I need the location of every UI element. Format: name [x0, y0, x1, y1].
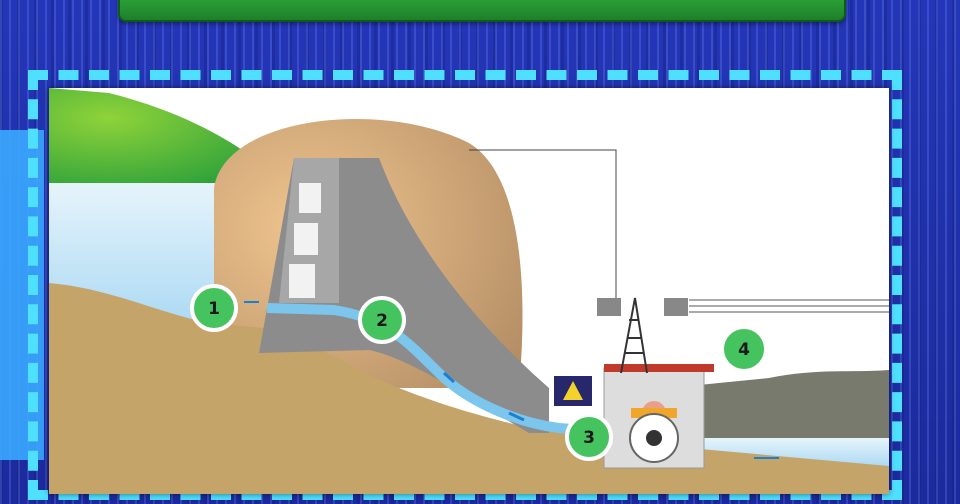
transmission-tower — [620, 297, 648, 374]
callout-1[interactable]: 1 — [190, 284, 238, 332]
insulators-left — [597, 298, 621, 316]
callout-4[interactable]: 4 — [720, 325, 768, 373]
hydroelectric-diagram: 1 2 3 4 — [49, 88, 889, 494]
dashed-frame — [28, 70, 902, 500]
title-bar — [118, 0, 846, 22]
turbine-hub — [646, 430, 662, 446]
powerhouse-roof — [604, 364, 714, 372]
diagram-svg: 1 2 3 4 — [49, 88, 889, 494]
callout-4-label: 4 — [738, 340, 750, 360]
dam-window-3 — [289, 264, 315, 298]
ground — [49, 283, 889, 494]
warning-sign — [563, 381, 583, 400]
dam-window-2 — [294, 223, 318, 255]
penstock-arrow-2 — [508, 411, 525, 422]
penstock-arrow-1 — [442, 371, 456, 384]
power-line-frame — [469, 149, 617, 303]
callout-1-label: 1 — [208, 299, 220, 319]
far-hill — [669, 370, 889, 438]
dam-window-1 — [299, 183, 321, 213]
callout-2-label: 2 — [376, 311, 388, 331]
callout-3[interactable]: 3 — [565, 413, 613, 461]
callout-2[interactable]: 2 — [358, 296, 406, 344]
insulators-right — [664, 298, 688, 316]
power-lines — [689, 299, 889, 313]
callout-3-label: 3 — [583, 428, 595, 448]
